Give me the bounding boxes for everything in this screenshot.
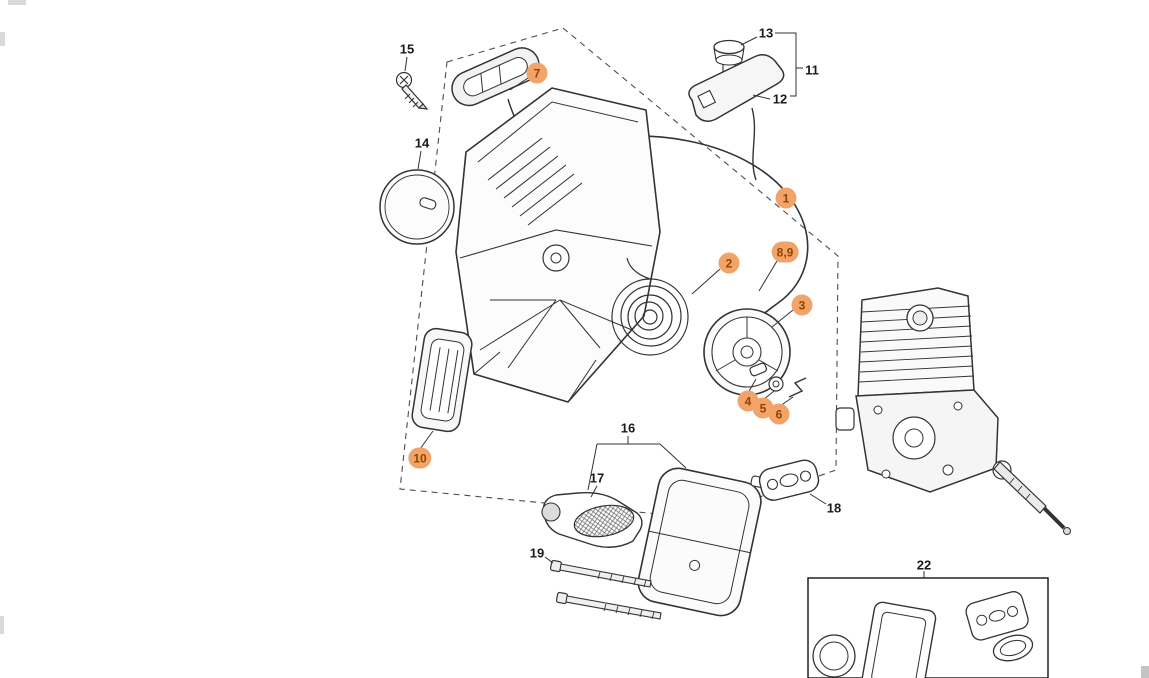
callout-8-9[interactable]: 8,9 xyxy=(771,241,799,263)
callout-12: 12 xyxy=(772,91,788,107)
cover-plate-14-part[interactable] xyxy=(379,169,455,245)
gasket-18-part[interactable] xyxy=(757,458,821,503)
shroud-cover-10-part[interactable] xyxy=(410,327,473,433)
pawl-kit-4-5-6-part[interactable] xyxy=(749,362,807,398)
rewind-spring-2-part[interactable] xyxy=(611,257,689,356)
screw-15-part[interactable] xyxy=(395,71,429,110)
callout-5[interactable]: 5 xyxy=(752,397,774,419)
callout-11: 11 xyxy=(805,62,819,78)
assembly-boundary-dashed xyxy=(399,27,839,519)
callout-2[interactable]: 2 xyxy=(718,252,740,274)
engine-cylinder-part[interactable] xyxy=(835,287,1071,535)
callout-22: 22 xyxy=(916,557,932,573)
fan-housing-part[interactable] xyxy=(455,87,661,403)
rope-rotor-3-part[interactable] xyxy=(703,308,791,396)
muffler-16-part[interactable] xyxy=(635,457,771,620)
callout-19: 19 xyxy=(529,545,545,561)
callout-17: 17 xyxy=(589,470,605,486)
starter-handle-7-part[interactable] xyxy=(447,42,545,155)
callout-7[interactable]: 7 xyxy=(526,62,548,84)
callout-13: 13 xyxy=(758,25,774,41)
spark-arrester-17-part[interactable] xyxy=(541,491,643,548)
callout-14: 14 xyxy=(414,135,430,151)
kit-box-22-part[interactable] xyxy=(807,577,1049,678)
callout-6[interactable]: 6 xyxy=(768,403,790,425)
leader-lines xyxy=(404,32,925,578)
callout-15: 15 xyxy=(399,41,415,57)
starter-grip-11-part[interactable] xyxy=(688,39,785,181)
callout-18: 18 xyxy=(826,500,842,516)
callout-10[interactable]: 10 xyxy=(408,447,432,469)
callout-3[interactable]: 3 xyxy=(791,294,813,316)
screws-19-part[interactable] xyxy=(549,559,662,620)
callout-16: 16 xyxy=(620,420,636,436)
callout-1[interactable]: 1 xyxy=(775,187,797,209)
